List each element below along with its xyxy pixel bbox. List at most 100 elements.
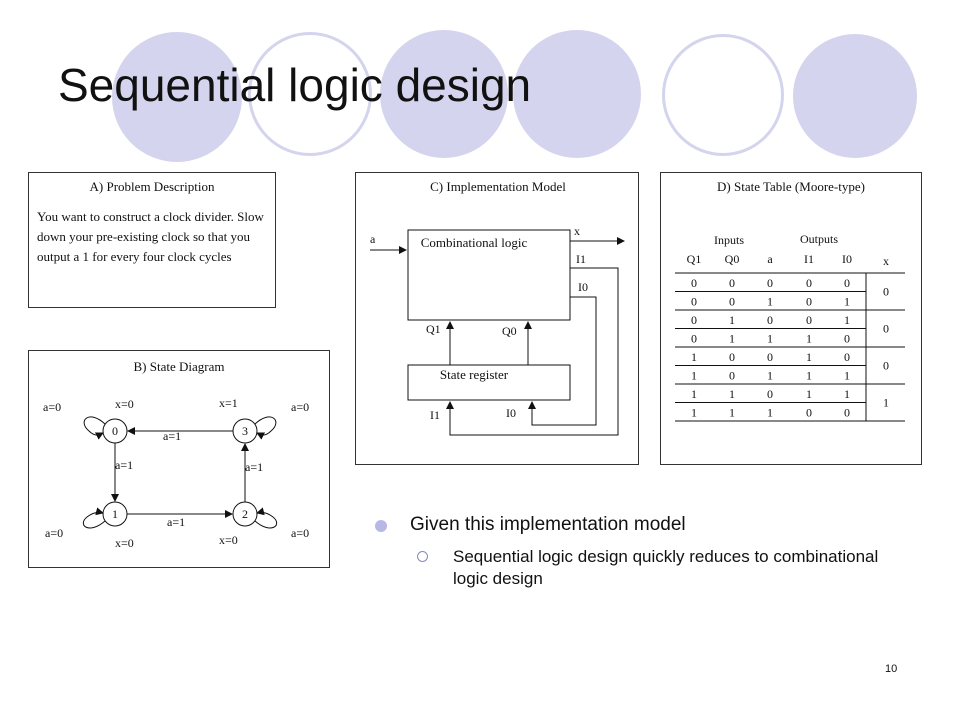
state-label: 3 — [242, 424, 248, 438]
table-cell: 0 — [806, 276, 812, 290]
decor-circle — [793, 34, 917, 158]
input-label: a — [370, 232, 376, 246]
wire-label: I0 — [506, 406, 516, 420]
implementation-diagram: C) Implementation Model Combinational lo… — [370, 179, 625, 436]
loop-label: a=0 — [45, 526, 63, 540]
table-cell: 0 — [844, 276, 850, 290]
combinational-logic-block — [407, 229, 571, 321]
state-3: 3 — [232, 418, 258, 444]
table-cell: 1 — [806, 332, 812, 346]
column-header: Q0 — [725, 252, 740, 266]
sub-bullet-ring-icon — [417, 551, 428, 562]
decor-circle — [513, 30, 641, 158]
self-loop-1 — [82, 507, 106, 529]
table-cell: 0 — [844, 350, 850, 364]
table-cell: 1 — [691, 387, 697, 401]
bullet-list: Given this implementation model Sequenti… — [375, 512, 915, 590]
wire-i1 — [446, 267, 619, 436]
bullet-item: Given this implementation model — [375, 512, 915, 538]
table-cell: 1 — [844, 313, 850, 327]
loop-label: a=0 — [43, 400, 61, 414]
state-table-panel: D) State Table (Moore-type) Inputs Outpu… — [660, 172, 922, 465]
loop-label: a=0 — [291, 400, 309, 414]
loop-label: a=0 — [291, 526, 309, 540]
slide-title: Sequential logic design — [58, 59, 532, 111]
table-cell: 1 — [729, 387, 735, 401]
decor-circle — [112, 32, 242, 162]
output-label: x=1 — [219, 396, 238, 410]
wire-label: I0 — [578, 280, 588, 294]
output-label: x=0 — [115, 536, 134, 550]
table-cell: 0 — [691, 276, 697, 290]
self-loop-2 — [254, 507, 278, 529]
table-cell: 0 — [729, 276, 735, 290]
state-register-block — [407, 364, 571, 401]
wire-label: I1 — [576, 252, 586, 266]
table-cell: 0 — [691, 332, 697, 346]
table-cell: 0 — [767, 276, 773, 290]
state-1: 1 — [102, 501, 128, 527]
table-cell: 0 — [844, 406, 850, 420]
table-cell: 1 — [844, 387, 850, 401]
edge-label: a=1 — [115, 458, 133, 472]
table-cell: 0 — [767, 350, 773, 364]
table-cell: 1 — [767, 369, 773, 383]
panel-title: D) State Table (Moore-type) — [717, 179, 865, 194]
table-cell: 1 — [806, 369, 812, 383]
problem-description-panel: A) Problem Description You want to const… — [28, 172, 276, 308]
table-cell: 1 — [691, 406, 697, 420]
output-x-cell: 1 — [883, 396, 889, 410]
state-diagram-panel: B) State Diagram 0 3 1 2 a=0 x=0 — [28, 350, 330, 568]
self-loop-3 — [254, 416, 277, 440]
sub-bullet-item: Sequential logic design quickly reduces … — [375, 546, 915, 590]
table-cell: 0 — [729, 295, 735, 309]
table-cell: 0 — [691, 295, 697, 309]
group-header-outputs: Outputs — [800, 232, 838, 246]
table-cell: 1 — [767, 406, 773, 420]
table-cell: 0 — [844, 332, 850, 346]
output-x-cell: 0 — [883, 359, 889, 373]
sub-bullet-text: Sequential logic design quickly reduces … — [453, 547, 879, 588]
table-cell: 0 — [729, 369, 735, 383]
wire-i0 — [528, 296, 597, 426]
column-header: a — [767, 252, 773, 266]
column-header: x — [883, 254, 889, 268]
table-cell: 1 — [767, 295, 773, 309]
decor-ring — [248, 32, 372, 156]
table-cell: 0 — [806, 295, 812, 309]
table-cell: 0 — [806, 313, 812, 327]
state-table: D) State Table (Moore-type) Inputs Outpu… — [675, 179, 905, 422]
panel-title: C) Implementation Model — [430, 179, 566, 194]
output-x-cell: 0 — [883, 285, 889, 299]
decor-circle — [380, 30, 508, 158]
column-header: I0 — [842, 252, 852, 266]
output-label: x — [574, 224, 580, 238]
table-cell: 1 — [844, 369, 850, 383]
implementation-model-panel: C) Implementation Model Combinational lo… — [355, 172, 639, 465]
bullet-text: Given this implementation model — [410, 514, 686, 535]
block-label: Combinational logic — [421, 235, 528, 250]
state-label: 0 — [112, 424, 118, 438]
table-cell: 0 — [691, 313, 697, 327]
output-label: x=0 — [219, 533, 238, 547]
edge-label: a=1 — [245, 460, 263, 474]
wire-label: I1 — [430, 408, 440, 422]
table-cell: 1 — [729, 406, 735, 420]
group-header-inputs: Inputs — [714, 233, 744, 247]
table-cell: 0 — [729, 350, 735, 364]
table-cell: 0 — [767, 313, 773, 327]
table-cell: 0 — [806, 406, 812, 420]
table-cell: 1 — [691, 350, 697, 364]
decor-ring — [662, 34, 784, 156]
panel-title: B) State Diagram — [134, 359, 225, 374]
table-cell: 1 — [844, 295, 850, 309]
table-cell: 1 — [806, 387, 812, 401]
state-label: 2 — [242, 507, 248, 521]
table-cell: 1 — [729, 332, 735, 346]
problem-text: You want to construct a clock divider. S… — [37, 209, 264, 264]
page-number: 10 — [885, 663, 898, 675]
table-cell: 1 — [729, 313, 735, 327]
panel-title: A) Problem Description — [89, 179, 215, 194]
table-cell: 1 — [806, 350, 812, 364]
